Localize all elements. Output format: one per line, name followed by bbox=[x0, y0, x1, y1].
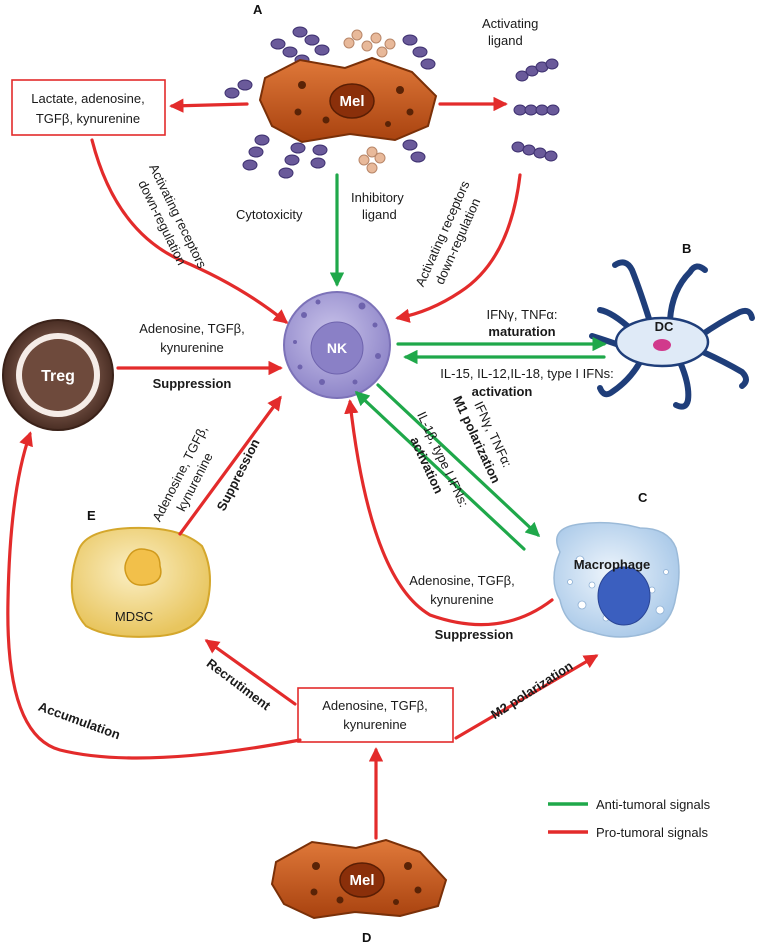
panel-label-a: A bbox=[253, 2, 263, 17]
arrow-box-to-mdsc bbox=[204, 639, 297, 706]
activating-ligand-label: Activating bbox=[482, 16, 538, 31]
m2-polarization-label: M2 polarization bbox=[488, 658, 576, 722]
cytotoxicity-label: Cytotoxicity bbox=[236, 207, 303, 222]
inhibitory-ligand-label-2: ligand bbox=[362, 207, 397, 222]
macrophage-factors-label-2: kynurenine bbox=[430, 592, 494, 607]
svg-text:Accumulation: Accumulation bbox=[36, 699, 122, 743]
mel-top-granules bbox=[294, 81, 414, 127]
treg-suppression-label: Suppression bbox=[153, 376, 232, 391]
tumor-factors-box-bottom bbox=[297, 687, 454, 743]
dc-maturation-label-2: maturation bbox=[488, 324, 555, 339]
nk-nucleus bbox=[310, 321, 364, 375]
free-ligand-chains bbox=[511, 58, 560, 162]
panel-label-b: B bbox=[682, 241, 691, 256]
arrow-mel-to-factors bbox=[169, 98, 249, 113]
arrow-macrophage-to-nk-green bbox=[354, 391, 526, 551]
mdsc-nucleus bbox=[124, 548, 162, 586]
m1-polarization-label: IFNγ, TNFα: M1 polarization bbox=[450, 393, 515, 485]
mdsc-factors-label: Adenosine, TGFβ, kynurenine bbox=[149, 423, 215, 524]
activating-downreg-left-label: Activating receptors down-regulation bbox=[135, 161, 210, 271]
mel-top-nucleus bbox=[329, 83, 375, 119]
macrophage-factors-label-1: Adenosine, TGFβ, bbox=[409, 573, 515, 588]
legend-anti-label: Anti-tumoral signals bbox=[596, 797, 711, 812]
tumor-factors-bottom-line1: Adenosine, TGFβ, bbox=[322, 698, 428, 713]
dc-activation-label-2: activation bbox=[472, 384, 533, 399]
dc-label: DC bbox=[655, 319, 674, 334]
mdsc-suppression-label: Suppression bbox=[214, 436, 263, 513]
tumor-factors-top-line2: TGFβ, kynurenine bbox=[36, 111, 140, 126]
svg-text:Suppression: Suppression bbox=[214, 436, 263, 513]
arrow-macrophage-to-nk bbox=[344, 399, 554, 627]
macrophage-nucleus bbox=[597, 566, 651, 626]
panel-label-e: E bbox=[87, 508, 96, 523]
inhibitory-ligand-label: Inhibitory bbox=[351, 190, 404, 205]
nk-label: NK bbox=[327, 340, 347, 356]
arrow-free-ligand-to-nk bbox=[395, 173, 522, 323]
mdsc-label: MDSC bbox=[115, 609, 153, 624]
macrophage-label: Macrophage bbox=[574, 557, 651, 572]
dc-activation-label-1: IL-15, IL-12,IL-18, type I IFNs: bbox=[440, 366, 613, 381]
treg-factors-label-2: kynurenine bbox=[160, 340, 224, 355]
mel-bottom-nucleus bbox=[339, 862, 385, 898]
mel-bottom-granules bbox=[310, 862, 422, 905]
accumulation-label: Accumulation bbox=[36, 699, 122, 743]
tumor-factors-bottom-line2: kynurenine bbox=[343, 717, 407, 732]
inhibitory-ligand-chains bbox=[343, 29, 396, 174]
arrow-box-to-treg bbox=[6, 431, 302, 760]
legend: Anti-tumoral signals Pro-tumoral signals bbox=[548, 797, 711, 840]
nk-granules bbox=[293, 299, 381, 385]
arrow-nk-to-macrophage bbox=[376, 383, 541, 537]
dc-maturation-label-1: IFNγ, TNFα: bbox=[486, 307, 557, 322]
tumor-factors-top-line1: Lactate, adenosine, bbox=[31, 91, 144, 106]
mel-top-label: Mel bbox=[339, 93, 364, 110]
arrow-mdsc-to-nk bbox=[178, 395, 282, 536]
macrophage-suppression-label: Suppression bbox=[435, 627, 514, 642]
panel-label-d: D bbox=[362, 930, 371, 945]
svg-text:M2 polarization: M2 polarization bbox=[488, 658, 576, 722]
panel-label-c: C bbox=[638, 490, 648, 505]
arrow-factors-to-nk bbox=[90, 138, 289, 324]
legend-pro-label: Pro-tumoral signals bbox=[596, 825, 708, 840]
dendritic-cell: DC bbox=[589, 259, 755, 410]
mel-bottom-label: Mel bbox=[349, 872, 374, 889]
arrow-box-to-macrophage bbox=[454, 654, 599, 740]
treg-factors-label-1: Adenosine, TGFβ, bbox=[139, 321, 245, 336]
treg-nucleus bbox=[22, 339, 94, 411]
treg-label: Treg bbox=[41, 368, 75, 385]
activating-ligand-label-2: ligand bbox=[488, 33, 523, 48]
tumor-factors-box-top bbox=[11, 79, 166, 136]
